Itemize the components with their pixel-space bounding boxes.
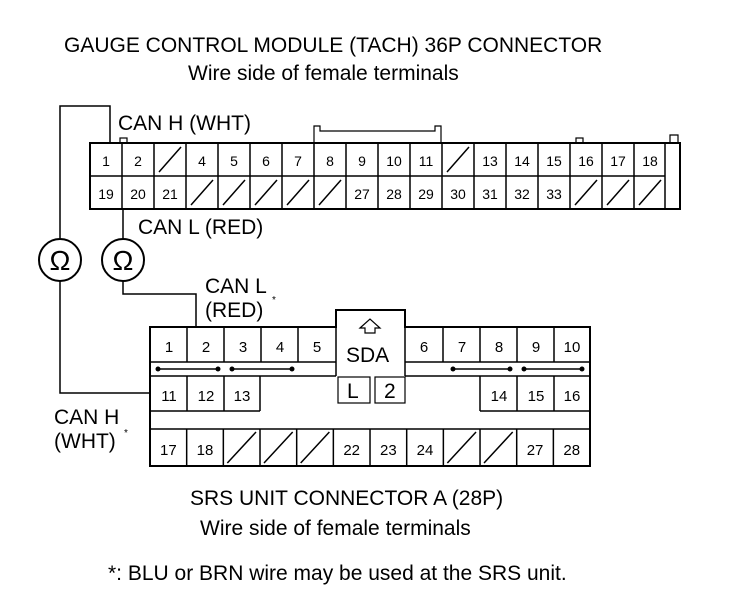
empty-cavity-slash: [606, 179, 630, 206]
can-l-asterisk: *: [272, 295, 276, 306]
srs-pin-number: 7: [458, 339, 466, 356]
sda-label: SDA: [346, 344, 389, 367]
gcm-pin-number: 6: [262, 153, 270, 169]
gcm-pin-number: 33: [546, 186, 562, 202]
gcm-title: GAUGE CONTROL MODULE (TACH) 36P CONNECTO…: [64, 34, 602, 57]
sda-l-label: L: [347, 380, 359, 403]
srs-subtitle: Wire side of female terminals: [200, 517, 471, 540]
gcm-pin-number: 4: [198, 153, 206, 169]
empty-cavity-slash: [254, 179, 278, 206]
srs-pin-number: 18: [197, 442, 214, 459]
empty-cavity-slash: [318, 179, 342, 206]
gcm-pin-number: 29: [418, 186, 434, 202]
footnote: *: BLU or BRN wire may be used at the SR…: [108, 562, 567, 585]
srs-pin-number: 11: [161, 388, 177, 405]
can-h-srs-label: CAN H: [54, 406, 119, 429]
gcm-pin-number: 31: [482, 186, 498, 202]
srs-pin-number: 13: [234, 388, 251, 405]
sda-2-label: 2: [384, 380, 396, 403]
srs-pin-number: 12: [198, 388, 215, 405]
empty-cavity-slash: [483, 431, 514, 464]
gcm-subtitle: Wire side of female terminals: [188, 62, 459, 85]
gcm-pin-number: 11: [419, 153, 434, 169]
can-h-srs-label-color: (WHT): [54, 430, 116, 453]
gcm-pin-number: 17: [610, 153, 626, 169]
gcm-pin-number: 30: [450, 186, 466, 202]
srs-pin-number: 24: [417, 442, 434, 459]
srs-pin-number: 4: [276, 339, 284, 356]
empty-cavity-slash: [286, 179, 310, 206]
srs-row-3: 17 18 22 23 24 27 28: [160, 429, 580, 466]
gcm-pin-number: 18: [642, 153, 658, 169]
can-l-srs-label-color: (RED): [205, 299, 263, 322]
gcm-pin-number: 32: [514, 186, 530, 202]
gcm-pin-number: 14: [514, 153, 530, 169]
srs-pin-number: 14: [491, 388, 508, 405]
gcm-pin-number: 1: [102, 153, 110, 169]
gcm-row-1: 1 2 4 5 6 7 8 9 10 11 13 14 15 16 17 18: [102, 143, 658, 176]
gcm-pin-number: 20: [130, 186, 146, 202]
can-l-top-label: CAN L (RED): [138, 216, 263, 239]
empty-cavity-slash: [446, 431, 477, 464]
ohmmeter-left: Ω: [38, 238, 82, 282]
can-l-srs-label: CAN L: [205, 275, 267, 298]
gcm-pin-number: 28: [386, 186, 402, 202]
up-arrow-icon: [358, 318, 382, 334]
empty-cavity-slash: [300, 431, 330, 464]
empty-cavity-slash: [446, 146, 470, 173]
gcm-pin-number: 15: [546, 153, 562, 169]
empty-cavity-slash: [158, 146, 182, 173]
gcm-pin-number: 5: [230, 153, 238, 169]
srs-pin-number: 15: [528, 388, 545, 405]
empty-cavity-slash: [190, 179, 214, 206]
gcm-pin-number: 2: [134, 153, 142, 169]
empty-cavity-slash: [263, 431, 294, 464]
gcm-pin-number: 19: [98, 186, 114, 202]
srs-pin-number: 28: [563, 442, 580, 459]
srs-pin-number: 10: [564, 339, 581, 356]
empty-cavity-slash: [574, 179, 598, 206]
srs-pin-number: 5: [313, 339, 321, 356]
ohmmeter-right: Ω: [101, 238, 145, 282]
empty-cavity-slash: [222, 179, 246, 206]
srs-pin-number: 22: [343, 442, 360, 459]
srs-title: SRS UNIT CONNECTOR A (28P): [190, 487, 503, 510]
wires: [59, 105, 197, 394]
srs-pin-number: 23: [380, 442, 397, 459]
srs-pin-number: 17: [160, 442, 177, 459]
can-h-asterisk: *: [124, 428, 128, 439]
srs-pin-number: 2: [202, 339, 210, 356]
srs-pin-number: 27: [527, 442, 544, 459]
gcm-pin-number: 13: [482, 153, 498, 169]
srs-pin-number: 16: [564, 388, 581, 405]
gcm-pin-number: 10: [386, 153, 402, 169]
srs-pin-number: 8: [495, 339, 503, 356]
ohm-icon: Ω: [113, 245, 134, 276]
srs-pin-number: 1: [165, 339, 173, 356]
gcm-row-2: 19 20 21 27 28 29 30 31 32 33: [98, 176, 662, 209]
srs-pin-number: 9: [532, 339, 540, 356]
gcm-pin-number: 9: [358, 153, 366, 169]
srs-pin-number: 3: [239, 339, 247, 356]
gcm-pin-number: 8: [326, 153, 334, 169]
empty-cavity-slash: [638, 179, 662, 206]
can-h-top-label: CAN H (WHT): [118, 112, 251, 135]
gcm-pin-number: 21: [162, 186, 178, 202]
gcm-pin-number: 7: [294, 153, 302, 169]
gcm-connector: 1 2 4 5 6 7 8 9 10 11 13 14 15 16 17 18 19 20 21 27 28 29 30 3…: [89, 125, 681, 210]
srs-pin-number: 6: [420, 339, 428, 356]
ohm-icon: Ω: [50, 245, 71, 276]
empty-cavity-slash: [226, 431, 257, 464]
gcm-pin-number: 27: [354, 186, 370, 202]
gcm-pin-number: 16: [578, 153, 594, 169]
